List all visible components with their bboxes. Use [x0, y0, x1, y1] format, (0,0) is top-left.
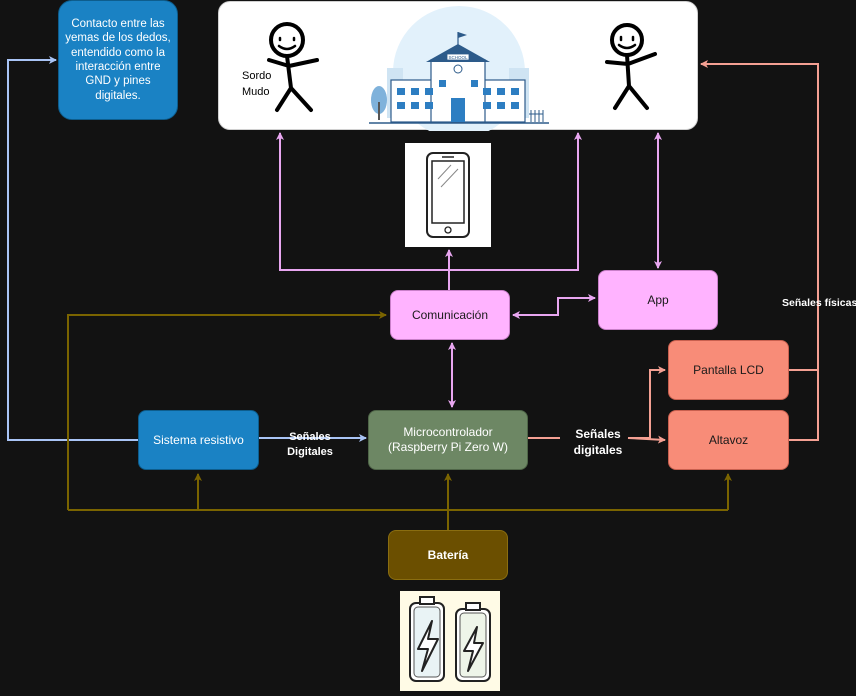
sistema-resistivo-label: Sistema resistivo [153, 432, 244, 447]
bateria-node[interactable]: Batería [388, 530, 508, 580]
comunicacion-label: Comunicación [411, 307, 489, 322]
sordo-mudo-text: Sordo Mudo [242, 70, 272, 98]
app-node[interactable]: App [598, 270, 718, 330]
microcontrolador-node[interactable]: Microcontrolador (Raspberry Pi Zero W) [368, 410, 528, 470]
battery-icon [409, 596, 491, 682]
sistema-resistivo-node[interactable]: Sistema resistivo [138, 410, 259, 470]
senales-digitales-right-label: Señales digitales [568, 426, 628, 458]
senales-digitales-right-text: Señales digitales [573, 427, 623, 458]
edge-resistivo-to-note [7, 56, 138, 441]
app-label: App [647, 292, 669, 307]
stick-figure-icon [267, 22, 319, 112]
senales-fisicas-text: Señales físicas [782, 297, 856, 309]
scene-illustration: SCHOOL [267, 6, 657, 131]
edge-com-to-school [449, 132, 582, 271]
scene-panel: SCHOOL Sordo Mudo [218, 1, 698, 131]
edge-com-app [512, 294, 596, 319]
edge-com-to-left-figure [276, 132, 449, 271]
senales-fisicas-label: Señales físicas [782, 296, 856, 310]
comunicacion-node[interactable]: Comunicación [390, 290, 510, 340]
edge-micro-to-altavoz-arrow [627, 435, 666, 444]
contact-note: Contacto entre las yemas de los dedos, e… [58, 0, 178, 120]
stick-figure-icon [605, 23, 657, 110]
bateria-label: Batería [427, 547, 469, 562]
pantalla-lcd-label: Pantalla LCD [693, 362, 764, 377]
sordo-mudo-label: Sordo Mudo [242, 69, 271, 101]
pantalla-lcd-node[interactable]: Pantalla LCD [668, 340, 789, 400]
battery-image [400, 591, 500, 691]
school-sign-text: SCHOOL [448, 55, 468, 60]
altavoz-label: Altavoz [708, 432, 749, 447]
contact-note-text: Contacto entre las yemas de los dedos, e… [65, 17, 171, 102]
smartphone-image [405, 143, 491, 247]
microcontrolador-label: Microcontrolador (Raspberry Pi Zero W) [387, 425, 509, 454]
altavoz-node[interactable]: Altavoz [668, 410, 789, 470]
senales-digitales-left-text: Señales Digitales [287, 431, 333, 458]
smartphone-icon [426, 152, 470, 238]
senales-digitales-left-label: Señales Digitales [284, 430, 336, 460]
school-building-icon [369, 6, 549, 131]
